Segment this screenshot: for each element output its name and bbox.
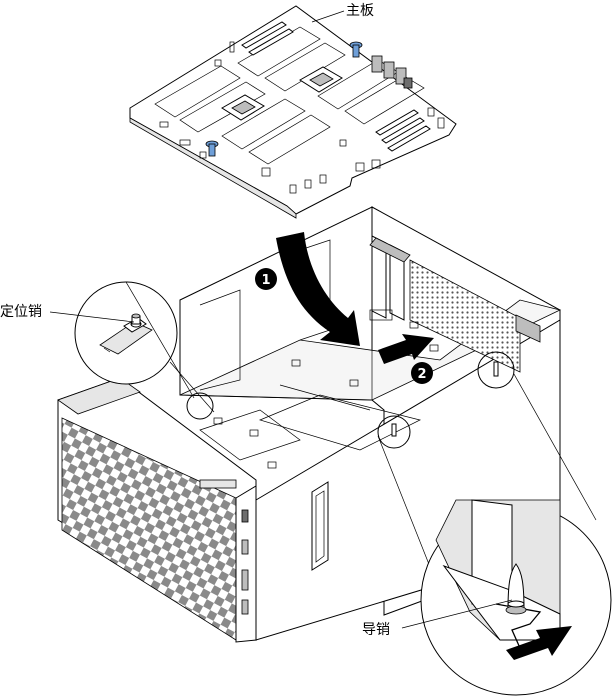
front-panel-controls [199,479,249,615]
cpu-socket-2 [299,66,343,93]
dimm-slots-lower [221,98,331,165]
guide-pin-callout [420,499,612,696]
alignment-pin-callout [74,281,215,420]
step1-number: 1 [261,273,270,288]
step2-badge: 2 [411,362,433,384]
guide-pin-floor [442,564,561,641]
guide-pin-icon [505,563,527,615]
rear-vent-area [409,259,521,373]
system-board-outline [129,5,457,215]
step2-arrow [378,334,434,364]
system-board [129,5,457,219]
step1-badge: 1 [255,268,277,290]
alignment-pin-leader-line [49,311,135,323]
board-screw-top [349,41,363,58]
guide-pin-leader-line [401,599,513,629]
guide-pin-label: 导销 [362,622,390,638]
rear-fan [515,314,541,343]
guide-pin-origin-circle-1 [377,415,411,449]
front-bezel-top [57,377,141,415]
system-board-label: 主板 [346,3,374,19]
step1-arrow [276,232,360,346]
step2-number: 2 [417,367,426,382]
guide-pin-arrow [506,626,572,660]
system-board-edge [129,117,297,219]
guide-pin-origin-circle-2 [477,351,515,389]
guide-pin-small-icon-1 [391,423,397,437]
cpu-socket-1 [221,94,265,121]
chassis-interior-details [199,239,439,469]
expansion-slot-brackets [369,235,411,321]
front-bezel-side-strip [235,485,257,643]
board-components [159,41,445,194]
system-board-leader-line [311,10,345,23]
board-screw-bottom [205,140,219,157]
guide-pin-small-icon-2 [493,361,499,377]
alignment-pin-icon [99,313,153,355]
alignment-pin-origin-circle [186,392,214,420]
dimm-slots-left [154,65,266,133]
alignment-pin-label: 定位销 [0,304,42,320]
pci-slots [241,21,431,152]
side-panel-handle [311,481,329,571]
rear-io-connectors [371,55,413,89]
